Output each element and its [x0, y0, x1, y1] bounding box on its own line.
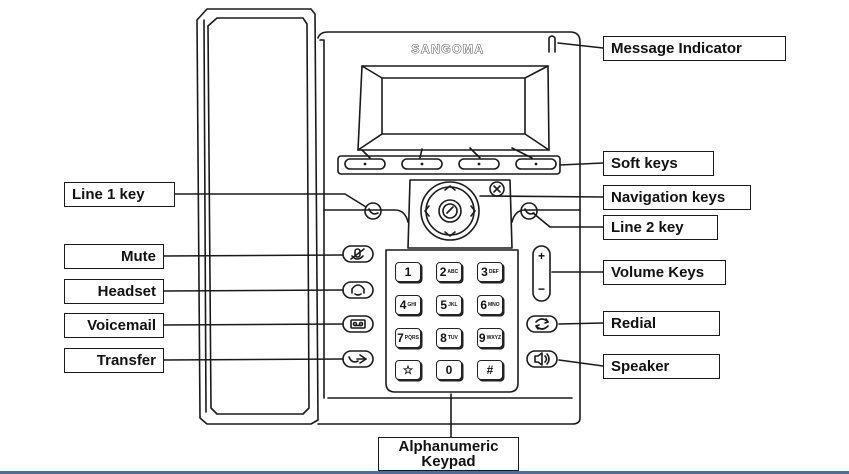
label-line2-key: Line 2 key: [603, 215, 718, 240]
keypad-digit: 9: [478, 331, 486, 345]
keypad-digit: 3: [481, 265, 488, 279]
navigation-housing: [323, 179, 581, 249]
keypad-digit: 1: [404, 265, 412, 279]
keypad-letters: GHI: [407, 301, 417, 308]
keypad-letters: PQRS: [404, 334, 419, 341]
label-volume-keys: Volume Keys: [603, 260, 726, 285]
label-keypad-line-1: Alphanumeric: [398, 438, 499, 455]
bottom-rule: [0, 471, 849, 474]
keypad-key[interactable]: ☆: [395, 360, 421, 380]
speaker-icon: [534, 352, 550, 366]
keypad-letters: DEF: [488, 268, 499, 275]
label-headset: Headset: [64, 279, 164, 304]
label-navigation-keys: Navigation keys: [603, 185, 751, 210]
phone-base: [317, 31, 581, 425]
speaker-key[interactable]: [526, 350, 558, 368]
keypad-letters: JKL: [448, 301, 458, 308]
keypad-digit: 0: [445, 363, 453, 377]
lcd-display: [357, 65, 550, 151]
mute-icon: [350, 248, 365, 260]
keypad-digit: 5: [440, 298, 448, 312]
navigation-keys[interactable]: [420, 181, 480, 241]
keypad-letters: WXYZ: [486, 334, 502, 341]
keypad-frame: [385, 249, 519, 393]
handset: [196, 8, 319, 425]
redial-icon: [535, 318, 549, 330]
line-1-icon[interactable]: [364, 202, 382, 220]
softkey-3[interactable]: [458, 147, 500, 170]
softkey-1[interactable]: [344, 149, 386, 170]
label-redial: Redial: [603, 311, 720, 336]
keypad-key[interactable]: #: [477, 360, 503, 380]
label-transfer: Transfer: [64, 348, 164, 373]
line-2-icon[interactable]: [520, 202, 538, 220]
label-speaker: Speaker: [603, 354, 720, 379]
ok-icon[interactable]: [438, 199, 462, 223]
keypad-digit: 6: [480, 298, 487, 312]
softkey-2[interactable]: [401, 148, 443, 170]
close-icon[interactable]: [489, 181, 505, 197]
headset-icon: [351, 284, 365, 296]
keypad-digit: 7: [397, 331, 404, 345]
keypad-digit: #: [486, 363, 494, 377]
keypad-digit: 2: [439, 265, 447, 279]
label-alphanumeric-keypad: Alphanumeric Keypad: [378, 437, 519, 471]
volume-minus[interactable]: −: [537, 282, 545, 296]
voicemail-key[interactable]: [342, 315, 374, 333]
keypad-letters: TUV: [447, 334, 458, 341]
softkey-dots: [363, 162, 538, 166]
keypad-key[interactable]: 1: [395, 262, 421, 282]
label-keypad-line-2: Keypad: [421, 453, 476, 470]
keypad-digit: 4: [399, 298, 407, 312]
label-message-indicator: Message Indicator: [603, 36, 786, 61]
mute-key[interactable]: [342, 245, 374, 263]
voicemail-icon: [350, 319, 366, 329]
redial-key[interactable]: [526, 315, 558, 333]
keypad-letters: MNO: [488, 301, 500, 308]
volume-plus[interactable]: +: [537, 249, 545, 263]
volume-keys[interactable]: [532, 245, 551, 302]
keypad-digit: ☆: [402, 363, 414, 377]
message-indicator-led: [548, 35, 556, 53]
keypad-digit: 8: [440, 331, 447, 345]
label-mute: Mute: [64, 244, 164, 269]
leader-lines: [163, 42, 604, 438]
label-soft-keys: Soft keys: [603, 151, 714, 176]
keypad-letters: ABC: [447, 268, 459, 275]
transfer-icon: [348, 354, 367, 364]
label-voicemail: Voicemail: [64, 313, 164, 338]
softkey-4[interactable]: [511, 147, 557, 170]
label-line1-key: Line 1 key: [64, 182, 175, 207]
keypad-key[interactable]: 0: [436, 360, 462, 380]
sangoma-logo: SANGOMA: [411, 42, 485, 57]
